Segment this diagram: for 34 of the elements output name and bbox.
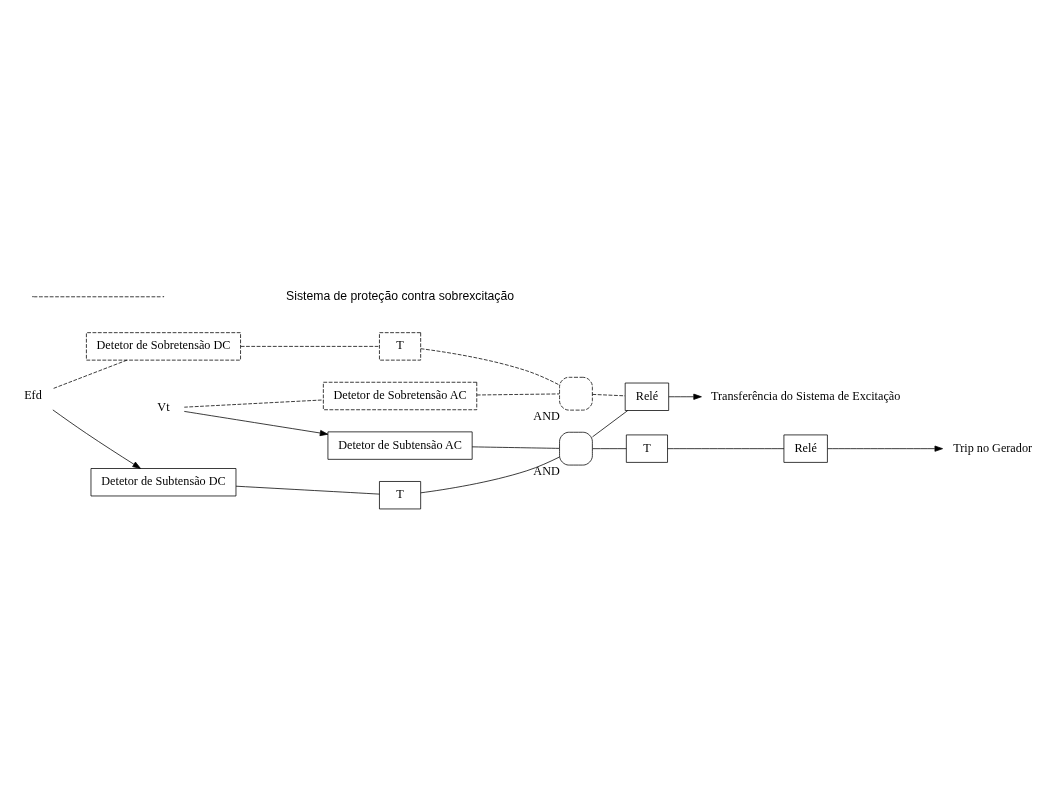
- node-box: T: [625, 434, 668, 463]
- connector: [183, 399, 324, 408]
- node-box: T: [379, 480, 422, 509]
- node-box: Relé: [624, 382, 670, 411]
- connector: [476, 393, 560, 395]
- node-text: Transferência do Sistema de Excitação: [711, 388, 901, 403]
- connector: [235, 485, 380, 494]
- node-gate: [559, 431, 593, 465]
- node-label: AND: [533, 408, 560, 423]
- connector: [592, 409, 629, 437]
- connector: [420, 347, 560, 385]
- node-text: Trip no Gerador: [953, 440, 1033, 455]
- connector: [592, 393, 626, 396]
- node-box: Detetor de Subtensão AC: [327, 431, 473, 460]
- arrow: [827, 445, 943, 452]
- connector: [592, 447, 627, 449]
- node-label: AND: [533, 463, 560, 478]
- node-text: Vt: [157, 399, 170, 414]
- node-box: Relé: [783, 434, 828, 463]
- legend-label: Sistema de proteção contra sobrexcitação: [286, 288, 515, 303]
- connector: [240, 345, 380, 347]
- connector: [471, 446, 560, 449]
- node-box: Detetor de Subtensão DC: [90, 467, 237, 496]
- node-text: Efd: [24, 387, 42, 402]
- node-box: T: [379, 331, 422, 360]
- node-gate: [559, 376, 593, 410]
- node-box: Detetor de Sobretensão DC: [86, 331, 241, 360]
- arrow: [668, 393, 702, 400]
- arrow: [183, 410, 329, 436]
- connector: [420, 456, 560, 493]
- connector: [53, 359, 128, 389]
- connector: [667, 447, 785, 449]
- arrow: [52, 409, 141, 469]
- node-box: Detetor de Sobretensão AC: [323, 381, 478, 410]
